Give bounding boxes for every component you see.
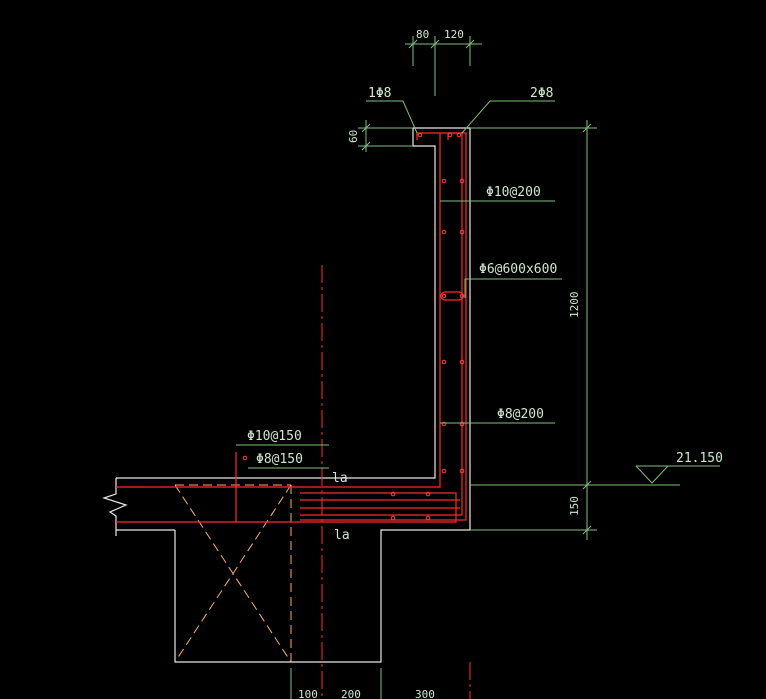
- dim-60-label: 60: [347, 130, 360, 143]
- dim-120-label: 120: [444, 28, 464, 41]
- rebar-vertical-label: Φ10@200: [486, 185, 541, 200]
- leader-lines: [236, 100, 720, 486]
- dim-80-label: 80: [416, 28, 429, 41]
- dim-1200-label: 1200: [568, 292, 581, 319]
- beam-hidden-lines: [174, 484, 292, 663]
- dim-200-label: 200: [341, 688, 361, 699]
- rebar-slab-top-label: Φ10@150: [247, 429, 302, 444]
- dimension-lines: [290, 36, 597, 699]
- rebar-1phi8-label: 1Φ8: [368, 86, 391, 101]
- rebar-ties-label: Φ6@600x600: [479, 262, 557, 277]
- dim-100-label: 100: [298, 688, 318, 699]
- rebar-dots: [242, 132, 465, 521]
- rebar-horizontal-label: Φ8@200: [497, 407, 544, 422]
- concrete-outline: [102, 127, 471, 663]
- rebar-2phi8-label: 2Φ8: [530, 86, 553, 101]
- elevation-label: 21.150: [676, 451, 723, 466]
- anchorage-bottom-label: la: [334, 528, 350, 543]
- rebar-slab-dist-label: Φ8@150: [256, 452, 303, 467]
- dim-150-label: 150: [568, 496, 581, 516]
- anchorage-top-label: la: [332, 471, 348, 486]
- dim-300-label: 300: [415, 688, 435, 699]
